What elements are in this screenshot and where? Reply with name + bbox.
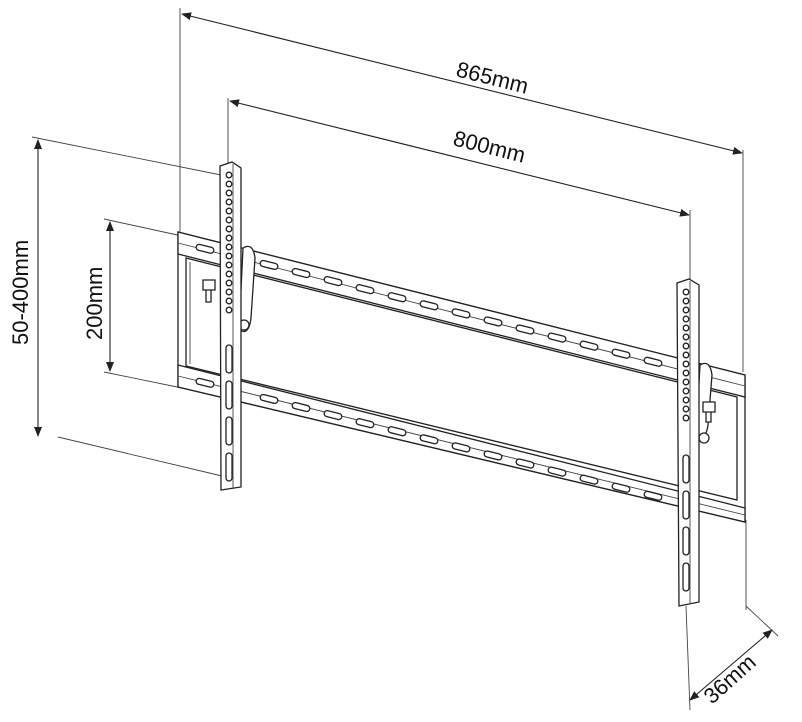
mounting-hole	[682, 333, 690, 341]
mounting-hole	[225, 234, 233, 242]
mounting-hole	[225, 297, 233, 305]
dimension-36: 36mm	[689, 629, 773, 709]
mounting-slot	[225, 416, 233, 446]
dimension-label: 200mm	[82, 267, 107, 340]
rail-slot	[643, 356, 663, 367]
rail-slot	[483, 316, 503, 327]
bottom-rail	[177, 364, 746, 523]
mounting-hole	[225, 225, 233, 233]
rail-slot	[259, 259, 279, 271]
mounting-hole	[225, 189, 233, 197]
rail-slot	[579, 340, 599, 351]
mounting-slot	[682, 526, 690, 556]
right-arm	[676, 278, 716, 607]
mounting-hole	[682, 342, 690, 350]
dimension-label: 50-400mm	[8, 240, 33, 345]
rail-slot	[259, 393, 279, 405]
mounting-hole	[225, 243, 233, 251]
rail-slot	[195, 377, 215, 388]
knob-icon	[698, 432, 710, 444]
rail-slot	[611, 482, 631, 493]
mounting-hole	[682, 351, 690, 359]
mounting-hole	[225, 180, 233, 188]
mounting-hole	[682, 387, 690, 395]
left-arm	[202, 161, 256, 491]
rail-slot	[355, 284, 375, 295]
mounting-hole	[225, 279, 233, 287]
mounting-hole	[225, 288, 233, 296]
rail-slot	[387, 292, 407, 303]
mounting-slot	[225, 452, 233, 482]
mounting-hole	[682, 414, 690, 422]
rail-slot	[355, 418, 375, 429]
mounting-hole	[682, 288, 690, 296]
mounting-hole	[225, 306, 233, 314]
rail-slot	[387, 426, 407, 437]
rail-slot	[579, 474, 599, 485]
rail-slot	[611, 348, 631, 359]
rail-slots	[195, 243, 663, 501]
rail-slot	[323, 409, 343, 421]
rail-slot	[547, 332, 567, 343]
mounting-hole	[682, 315, 690, 323]
lock-bolt	[202, 279, 216, 303]
mounting-hole	[682, 297, 690, 305]
rail-slot	[483, 450, 503, 461]
rail-slot	[323, 275, 343, 287]
mounting-hole	[225, 261, 233, 269]
mounting-slot	[225, 344, 233, 374]
rail-slot	[547, 466, 567, 477]
rail-slot	[419, 300, 439, 311]
mounting-hole	[225, 207, 233, 215]
lock-bolt	[702, 401, 716, 423]
rail-slot	[291, 267, 311, 279]
rail-slot	[195, 243, 215, 254]
mounting-slot	[225, 380, 233, 410]
rail-slot	[643, 490, 663, 501]
dimension-label: 800mm	[451, 126, 528, 168]
mounting-hole	[225, 252, 233, 260]
rail-slot	[419, 434, 439, 445]
rail-slot	[451, 442, 471, 453]
rail-slot	[515, 324, 535, 335]
mounting-slot	[682, 562, 690, 592]
mounting-hole	[682, 369, 690, 377]
dimension-200: 200mm	[82, 221, 114, 372]
dimension-label: 865mm	[454, 57, 531, 99]
mounting-hole	[225, 198, 233, 206]
mounting-hole	[682, 306, 690, 314]
mounting-hole	[682, 405, 690, 413]
dimension-800: 800mm	[229, 99, 690, 217]
dimension-label: 36mm	[699, 649, 761, 708]
rail-slot	[291, 401, 311, 413]
mounting-hole	[682, 324, 690, 332]
mounting-slot	[682, 490, 690, 520]
rail-slot	[451, 308, 471, 319]
tilt-bracket	[238, 245, 256, 333]
mounting-hole	[682, 378, 690, 386]
mounting-slot	[682, 454, 690, 484]
dimension-50-400: 50-400mm	[8, 139, 42, 437]
wall-plate	[177, 231, 746, 523]
mounting-hole	[225, 216, 233, 224]
rail-slot	[515, 458, 535, 469]
mounting-hole	[682, 360, 690, 368]
mounting-hole	[682, 396, 690, 404]
mounting-hole	[225, 270, 233, 278]
mounting-hole	[225, 171, 233, 179]
